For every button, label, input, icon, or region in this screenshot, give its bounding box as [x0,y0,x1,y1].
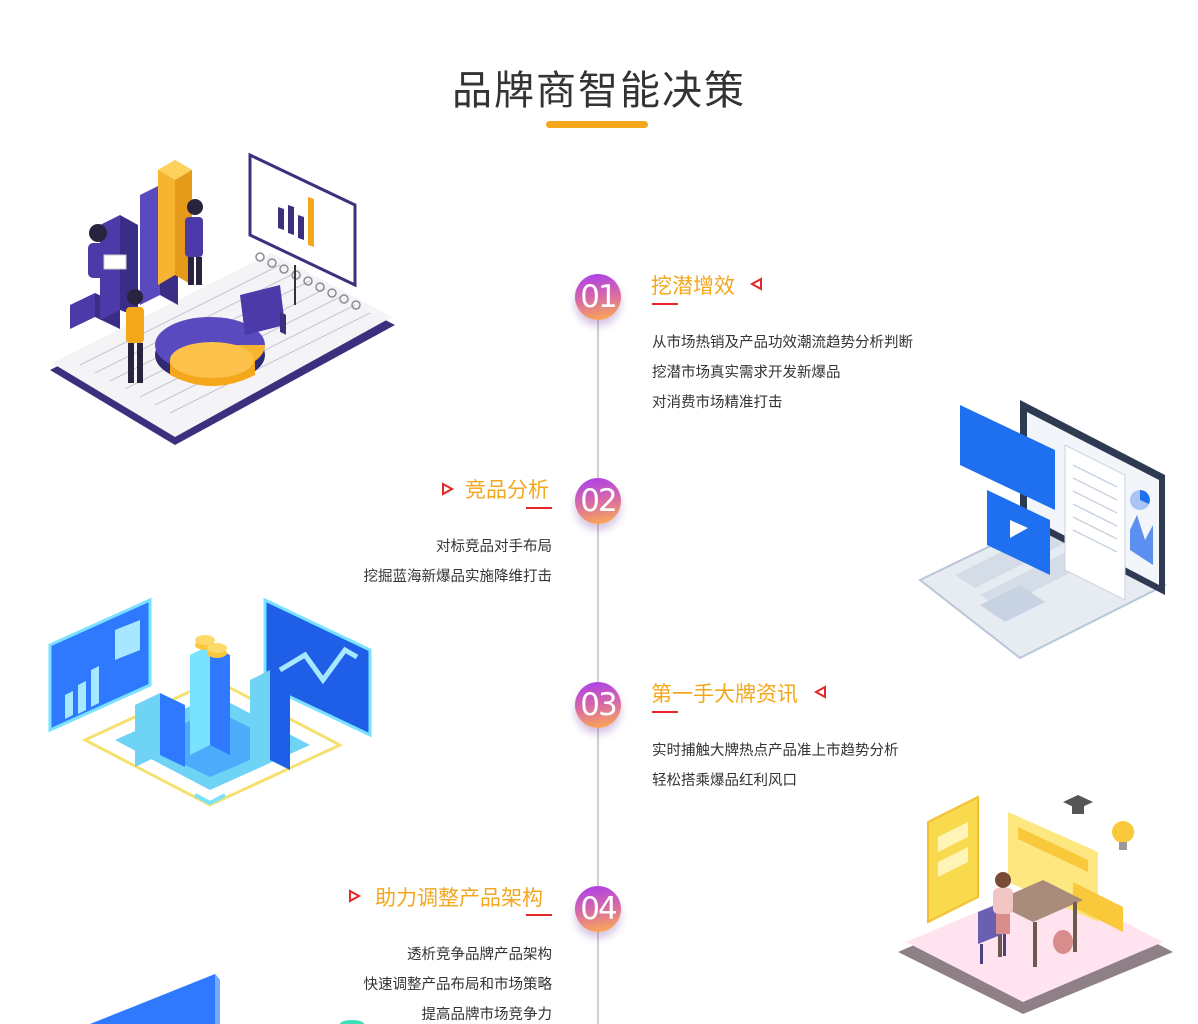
step-badge-02: 02 [575,478,621,524]
step-03-line-1: 实时捕触大牌热点产品准上市趋势分析 [652,743,899,759]
step-01-line-2: 挖潜市场真实需求开发新爆品 [652,365,841,381]
data-analytics-illustration [48,597,372,807]
step-badge-04: 04 [575,886,621,932]
page-title: 品牌商智能决策 [452,68,746,114]
timeline-line [597,300,599,1024]
step-rule-03 [652,711,678,713]
step-title-02: 竞品分析 [465,478,549,502]
step-title-04: 助力调整产品架构 [375,886,543,910]
researcher-desk-illustration [898,795,1173,1014]
triangle-right-outline-icon [349,889,362,903]
step-rule-01 [652,303,678,305]
step-04-line-1: 透析竞争品牌产品架构 [407,947,552,963]
step-rule-04 [526,914,552,916]
triangle-left-outline-icon [813,685,826,699]
step-title-01: 挖潜增效 [651,274,735,298]
partial-blue-panel-illustration [90,974,364,1024]
triangle-left-outline-icon [749,277,762,291]
step-01-line-1: 从市场热销及产品功效潮流趋势分析判断 [652,335,913,351]
laptop-dashboard-illustration [918,400,1167,660]
step-badge-03: 03 [575,682,621,728]
step-rule-02 [526,507,552,509]
step-02-line-2: 挖掘蓝海新爆品实施降维打击 [363,569,553,585]
triangle-right-outline-icon [442,482,455,496]
title-underline [546,121,648,128]
step-02-line-1: 对标竞品对手布局 [436,539,552,555]
step-title-03: 第一手大牌资讯 [651,682,798,706]
step-03-line-2: 轻松搭乘爆品红利风口 [652,773,797,789]
business-analysis-illustration [50,152,395,445]
step-badge-01: 01 [575,274,621,320]
step-01-line-3: 对消费市场精准打击 [652,395,783,411]
step-04-line-3: 提高品牌市场竞争力 [421,1007,553,1023]
step-04-line-2: 快速调整产品布局和市场策略 [363,977,553,993]
